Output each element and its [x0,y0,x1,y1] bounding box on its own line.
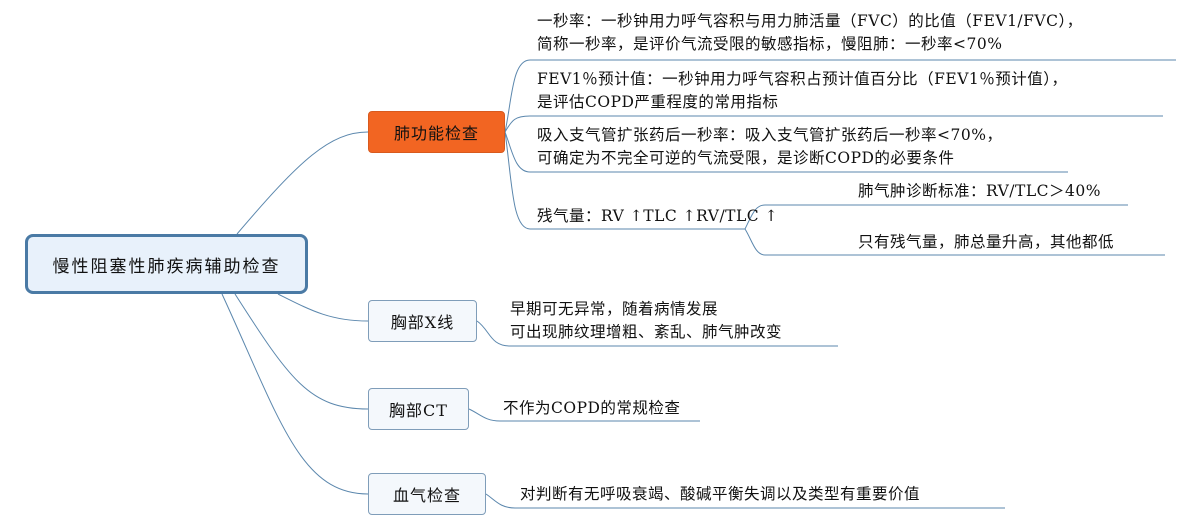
topic-lung-function[interactable]: 肺功能检查 [368,111,505,153]
link-root-xray [277,293,369,322]
subtopic-fev1-fvc[interactable]: 一秒率：一秒钟用力呼气容积与用力肺活量（FVC）的比值（FEV1/FVC）， 简… [537,10,1083,56]
topic-chest-ct[interactable]: 胸部CT [368,388,469,430]
topic-label: 肺功能检查 [393,124,479,143]
topic-chest-xray[interactable]: 胸部X线 [368,300,477,342]
subtopic-post-bronchodilator[interactable]: 吸入支气管扩张药后一秒率：吸入支气管扩张药后一秒率<70%， 可确定为不完全可逆… [537,124,1002,170]
topic-blood-gas[interactable]: 血气检查 [368,473,486,515]
leaf-line: 肺气肿诊断标准：RV/TLC＞40% [858,182,1101,200]
topic-label: 胸部CT [389,401,448,420]
leaf-line: 不作为COPD的常规检查 [503,399,681,417]
leaf-line: 吸入支气管扩张药后一秒率：吸入支气管扩张药后一秒率<70%， [537,126,1003,144]
link-xray-leaf [476,320,838,347]
link-lung-1 [504,59,1176,133]
subtopic-rv-only-high[interactable]: 只有残气量，肺总量升高，其他都低 [858,231,1114,254]
link-root-lung [236,131,369,235]
root-label: 慢性阻塞性肺疾病辅助检查 [52,256,281,277]
link-ct-leaf [468,408,700,422]
subtopic-blood-gas-value[interactable]: 对判断有无呼吸衰竭、酸碱平衡失调以及类型有重要价值 [520,483,920,506]
link-rv-2 [744,228,1165,256]
subtopic-fev1-predicted[interactable]: FEV1％预计值：一秒钟用力呼气容积占预计值百分比（FEV1％预计值）， 是评估… [537,68,1068,114]
leaf-line: 只有残气量，肺总量升高，其他都低 [858,233,1115,251]
link-lung-2 [504,115,1163,133]
link-blood-leaf [485,493,1005,509]
leaf-line: 可出现肺纹理增粗、紊乱、肺气肿改变 [510,323,783,341]
leaf-line: 对判断有无呼吸衰竭、酸碱平衡失调以及类型有重要价值 [520,485,921,503]
leaf-line: 是评估COPD严重程度的常用指标 [537,93,779,111]
subtopic-ct-note[interactable]: 不作为COPD的常规检查 [503,397,680,420]
subtopic-residual-volume[interactable]: 残气量：RV ↑TLC ↑RV/TLC ↑ [537,205,778,228]
leaf-line: FEV1％预计值：一秒钟用力呼气容积占预计值百分比（FEV1％预计值）， [537,70,1068,88]
leaf-line: 可确定为不完全可逆的气流受限，是诊断COPD的必要条件 [537,149,955,167]
link-lung-4 [504,131,745,230]
subtopic-emphysema-criteria[interactable]: 肺气肿诊断标准：RV/TLC＞40% [858,180,1101,203]
link-root-ct [234,293,369,410]
leaf-line: 一秒率：一秒钟用力呼气容积与用力肺活量（FVC）的比值（FEV1/FVC）， [537,12,1083,30]
root-topic[interactable]: 慢性阻塞性肺疾病辅助检查 [25,234,308,294]
leaf-line: 残气量：RV ↑TLC ↑RV/TLC ↑ [537,207,779,225]
subtopic-xray-findings[interactable]: 早期可无异常，随着病情发展 可出现肺纹理增粗、紊乱、肺气肿改变 [510,298,782,344]
topic-label: 胸部X线 [390,313,455,332]
leaf-line: 简称一秒率，是评价气流受限的敏感指标，慢阻肺：一秒率<70% [537,35,1003,53]
link-lung-3 [504,131,1068,173]
link-root-blood [221,293,369,495]
link-rv-1 [744,204,1128,230]
topic-label: 血气检查 [392,486,461,505]
leaf-line: 早期可无异常，随着病情发展 [510,300,719,318]
